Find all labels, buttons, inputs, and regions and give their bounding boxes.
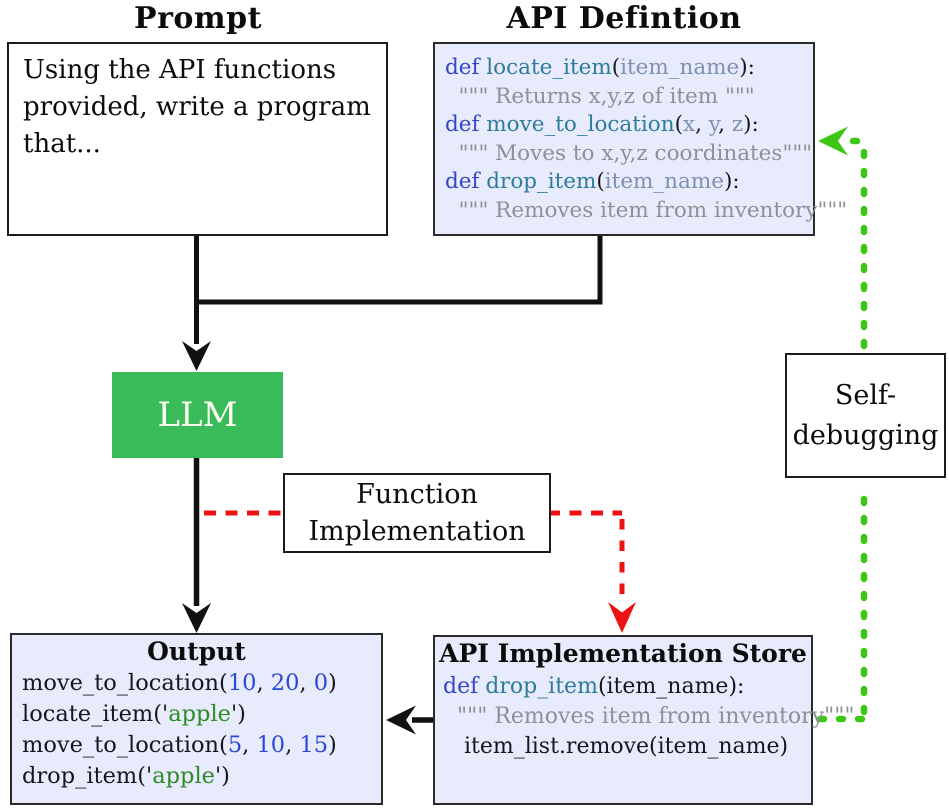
- code-line: move_to_location(5, 10, 15): [22, 732, 337, 758]
- api-definition-code: def locate_item(item_name): """ Returns …: [435, 44, 848, 235]
- prompt-to-llm-arrow: [182, 236, 603, 371]
- llm-box: LLM: [112, 372, 283, 458]
- store-to-output-arrow: [386, 705, 433, 735]
- code-line: move_to_location(10, 20, 0): [22, 670, 337, 696]
- code-line: """ Returns x,y,z of item """: [445, 83, 755, 109]
- code-line: def locate_item(item_name):: [445, 55, 755, 80]
- function-implementation-box: Function Implementation: [283, 473, 551, 553]
- prompt-title: Prompt: [134, 1, 262, 36]
- code-line: """ Removes item from inventory""": [443, 704, 855, 729]
- function-implementation-label: Function Implementation: [308, 479, 526, 547]
- code-line: locate_item('apple'): [22, 701, 246, 727]
- api-definition-box: def locate_item(item_name): """ Returns …: [433, 42, 848, 236]
- output-code: move_to_location(10, 20, 0) locate_item('…: [12, 668, 381, 792]
- arrowhead-left-icon: [386, 705, 416, 735]
- code-line: def drop_item(item_name):: [445, 169, 740, 194]
- api-implementation-store-code: def drop_item(item_name): """ Removes it…: [435, 670, 855, 764]
- llm-to-output-arrow: [182, 458, 211, 633]
- code-line: item_list.remove(item_name): [443, 734, 789, 759]
- llm-label: LLM: [157, 395, 238, 435]
- code-line: def drop_item(item_name):: [443, 674, 745, 699]
- output-box: Output move_to_location(10, 20, 0) locate…: [10, 633, 383, 805]
- code-line: """ Removes item from inventory""": [445, 197, 848, 223]
- function-implementation-arrow: [204, 510, 636, 633]
- arrowhead-down-icon: [182, 341, 211, 371]
- prompt-text: Using the API functions provided, write …: [23, 55, 371, 159]
- prompt-box: Using the API functions provided, write …: [7, 42, 388, 236]
- arrowhead-down-icon: [182, 603, 211, 633]
- output-title: Output: [147, 637, 246, 666]
- arrowhead-left-icon: [818, 126, 848, 156]
- self-debugging-label: Self- debugging: [792, 379, 939, 451]
- code-line: drop_item('apple'): [22, 763, 230, 789]
- self-debugging-arrow: [816, 126, 868, 723]
- api-implementation-store-box: API Implementation Store def drop_item(i…: [433, 635, 855, 805]
- api-definition-title: API Defintion: [506, 1, 742, 36]
- self-debugging-box: Self- debugging: [785, 353, 946, 478]
- code-line: def move_to_location(x, y, z):: [445, 112, 759, 137]
- arrowhead-down-icon: [608, 602, 636, 633]
- code-line: """ Moves to x,y,z coordinates""": [445, 140, 813, 166]
- api-implementation-store-title: API Implementation Store: [439, 639, 807, 668]
